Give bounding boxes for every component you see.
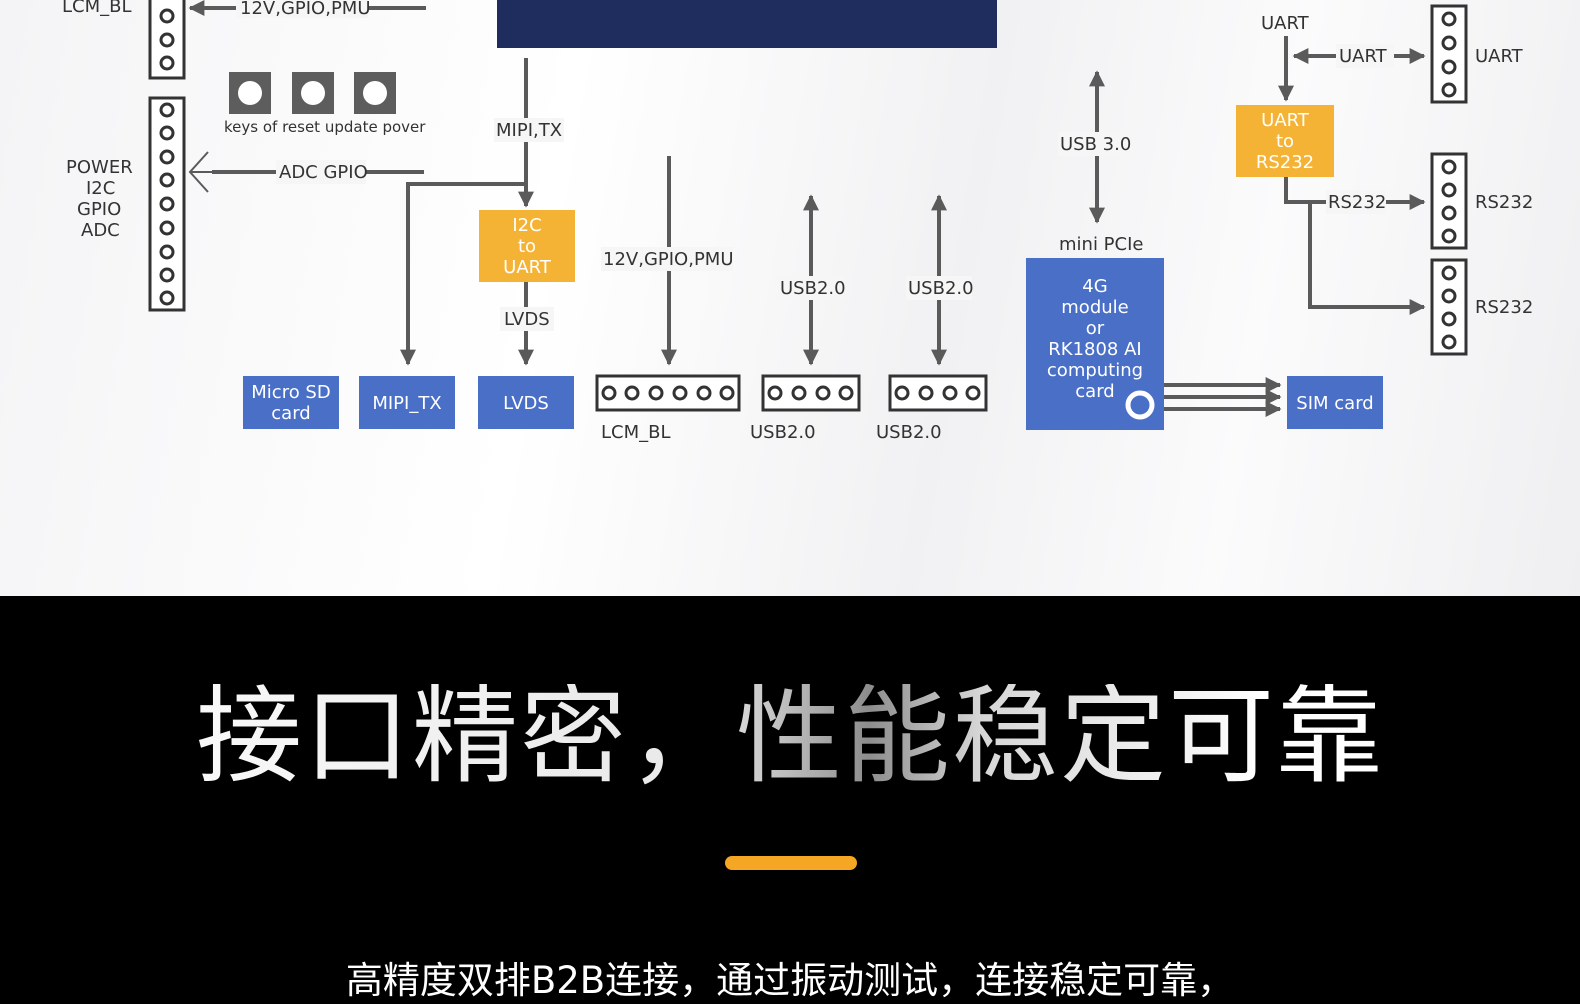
i2c-to-uart-line3: UART xyxy=(503,257,552,278)
usb20-a-connector xyxy=(761,374,861,412)
usb20-b-connector xyxy=(888,374,988,412)
i2c-to-uart-line2: to xyxy=(518,236,536,257)
interface-diagram-panel: LCM_BL 12V,GPIO,PMU keys of reset update… xyxy=(0,0,1580,596)
uart-connector xyxy=(1430,4,1468,104)
mipi-tx-block-label: MIPI_TX xyxy=(372,393,441,414)
uart-to-rs232-line1: UART xyxy=(1261,110,1310,131)
uart-to-rs232-line3: RS232 xyxy=(1256,152,1314,173)
banner-subline: 高精度双排B2B连接，通过振动测试，连接稳定可靠， xyxy=(345,959,1235,1002)
rs232-a-connector xyxy=(1430,152,1468,250)
lcm-bl-bottom-connector xyxy=(595,374,741,412)
adc-label: ADC xyxy=(81,220,120,241)
mipi-tx-line-label: MIPI,TX xyxy=(496,120,562,141)
uart-to-rs232-line2: to xyxy=(1276,131,1294,152)
mipi-tx-block xyxy=(359,376,455,429)
sim-link-arrows xyxy=(1164,377,1282,417)
usb20-bottom-b-label: USB2.0 xyxy=(876,422,942,443)
mipi-branch-arrow xyxy=(400,182,526,366)
rs232-b-connector xyxy=(1430,258,1468,356)
i2c-label: I2C xyxy=(86,178,115,199)
interface-diagram: LCM_BL 12V,GPIO,PMU keys of reset update… xyxy=(62,0,1533,443)
rs232-b-label: RS232 xyxy=(1475,297,1533,318)
lcm-bl-top-connector xyxy=(148,0,186,80)
sim-card-label: SIM card xyxy=(1296,393,1373,414)
rs232-b-arrow xyxy=(1308,202,1426,315)
update-key xyxy=(292,72,334,114)
lvds-block xyxy=(478,376,574,429)
uart-top-label: UART xyxy=(1261,13,1310,34)
sim-card-block xyxy=(1287,376,1383,429)
module-4g-line5: computing xyxy=(1047,360,1143,381)
module-4g-line3: or xyxy=(1086,318,1105,339)
uart-mid-label: UART xyxy=(1339,46,1388,67)
keys-label: keys of reset update pover xyxy=(224,118,426,136)
lvds-line-label: LVDS xyxy=(504,309,550,330)
usb20-b-label: USB2.0 xyxy=(908,278,974,299)
lvds-block-label: LVDS xyxy=(503,393,549,414)
adc-gpio-label: ADC GPIO xyxy=(279,162,368,183)
banner-headline: 接口精密，性能稳定可靠 xyxy=(0,684,1580,790)
main-board-block xyxy=(497,0,997,48)
module-4g-line2: module xyxy=(1061,297,1128,318)
feature-banner: 接口精密，性能稳定可靠 高精度双排B2B连接，通过振动测试，连接稳定可靠， xyxy=(0,596,1580,1002)
accent-bar xyxy=(725,856,857,870)
micro-sd-line2: card xyxy=(271,403,310,424)
module-status-ring xyxy=(1125,390,1155,420)
usb20-bottom-a-label: USB2.0 xyxy=(750,422,816,443)
usb30-label: USB 3.0 xyxy=(1060,134,1131,155)
power-key xyxy=(354,72,396,114)
uart-to-rs232-block xyxy=(1236,105,1334,177)
gpio-label: GPIO xyxy=(77,199,121,220)
lcm-bl-bottom-label: LCM_BL xyxy=(601,422,671,443)
uart-right-label: UART xyxy=(1475,46,1524,67)
power-mid-label: 12V,GPIO,PMU xyxy=(603,249,734,270)
module-4g-line1: 4G xyxy=(1082,276,1107,297)
module-4g-block xyxy=(1026,258,1164,430)
module-4g-line6: card xyxy=(1075,381,1114,402)
micro-sd-line1: Micro SD xyxy=(251,382,330,403)
reset-key xyxy=(229,72,271,114)
i2c-to-uart-line1: I2C xyxy=(512,215,541,236)
power-label: POWER xyxy=(66,157,133,178)
power-i2c-gpio-adc-connector xyxy=(148,96,186,312)
lcm-bl-top-label: LCM_BL xyxy=(62,0,132,17)
module-4g-line4: RK1808 AI xyxy=(1048,339,1141,360)
power-top-label: 12V,GPIO,PMU xyxy=(240,0,371,19)
i2c-to-uart-block xyxy=(479,210,575,282)
usb20-a-label: USB2.0 xyxy=(780,278,846,299)
micro-sd-card-block xyxy=(243,376,339,429)
rs232-a-label: RS232 xyxy=(1475,192,1533,213)
mini-pcie-label: mini PCIe xyxy=(1059,234,1143,255)
rs232-mid-label: RS232 xyxy=(1328,192,1386,213)
